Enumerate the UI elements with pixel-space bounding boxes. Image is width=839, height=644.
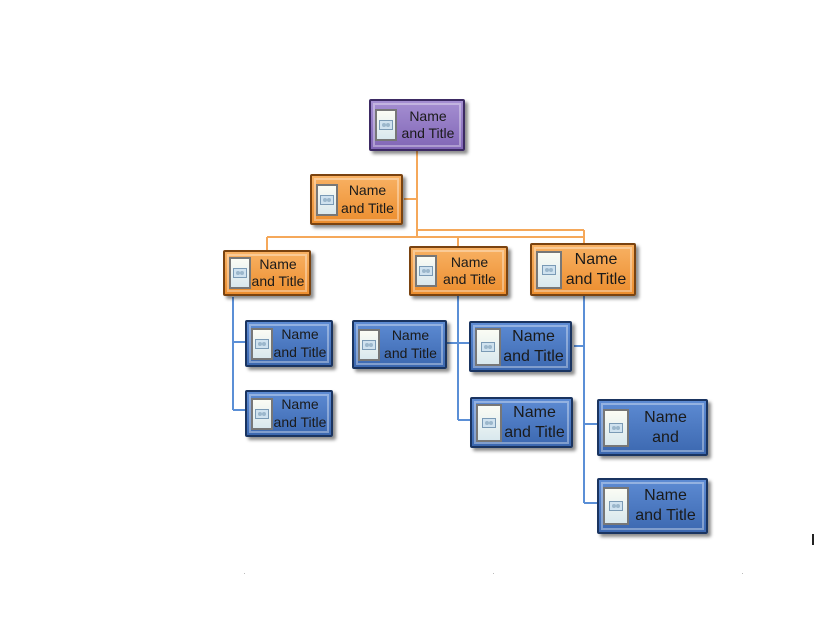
- node-title: and Title: [504, 423, 565, 441]
- org-node-manager-right[interactable]: Name and Title: [530, 243, 636, 296]
- guide-dot: [493, 573, 494, 574]
- node-title: and Title: [503, 347, 564, 365]
- photo-placeholder-icon: [476, 403, 502, 442]
- photo-placeholder-icon: [603, 487, 629, 525]
- node-title: and Title: [384, 344, 437, 361]
- node-title: and Title: [401, 125, 455, 141]
- node-name: Name: [512, 327, 555, 345]
- org-node-mid-2[interactable]: Name and Title: [470, 397, 573, 448]
- node-label: Name and Title: [629, 486, 706, 526]
- node-name: Name: [259, 255, 297, 272]
- photo-placeholder-icon: [316, 183, 338, 216]
- node-title: and: [652, 428, 679, 446]
- node-title: and Title: [273, 343, 327, 360]
- photo-placeholder-icon: [251, 397, 273, 430]
- node-name: Name: [409, 107, 447, 124]
- node-title: and Title: [273, 413, 327, 430]
- org-node-right-1[interactable]: Name and: [597, 399, 708, 456]
- guide-dot: [244, 573, 245, 574]
- org-node-mid-1[interactable]: Name and Title: [469, 321, 572, 372]
- node-label: Name and: [629, 408, 706, 448]
- photo-placeholder-icon: [358, 328, 380, 361]
- node-title: and Title: [341, 199, 394, 216]
- node-label: Name and Title: [501, 327, 570, 367]
- node-name: Name: [348, 182, 387, 198]
- node-name: Name: [574, 250, 618, 268]
- node-name: Name: [644, 408, 687, 426]
- photo-placeholder-icon: [415, 255, 437, 287]
- photo-placeholder-icon: [375, 109, 397, 141]
- guide-dot: [742, 573, 743, 574]
- text-cursor: [812, 534, 814, 545]
- photo-placeholder-icon: [251, 327, 273, 360]
- photo-placeholder-icon: [475, 327, 501, 366]
- node-title: and Title: [635, 507, 696, 524]
- node-title: and Title: [565, 270, 627, 288]
- node-label: Name and Title: [502, 403, 571, 443]
- node-title: and Title: [251, 273, 305, 289]
- node-name: Name: [644, 487, 687, 504]
- node-name: Name: [391, 327, 430, 343]
- photo-placeholder-icon: [536, 250, 562, 289]
- photo-placeholder-icon: [603, 408, 629, 447]
- org-node-right-2[interactable]: Name and Title: [597, 478, 708, 534]
- node-label: Name and Title: [562, 250, 634, 290]
- node-name: Name: [281, 326, 319, 342]
- node-name: Name: [513, 403, 556, 421]
- node-name: Name: [450, 253, 489, 270]
- node-name: Name: [281, 396, 319, 412]
- node-title: and Title: [443, 271, 496, 287]
- photo-placeholder-icon: [229, 257, 251, 289]
